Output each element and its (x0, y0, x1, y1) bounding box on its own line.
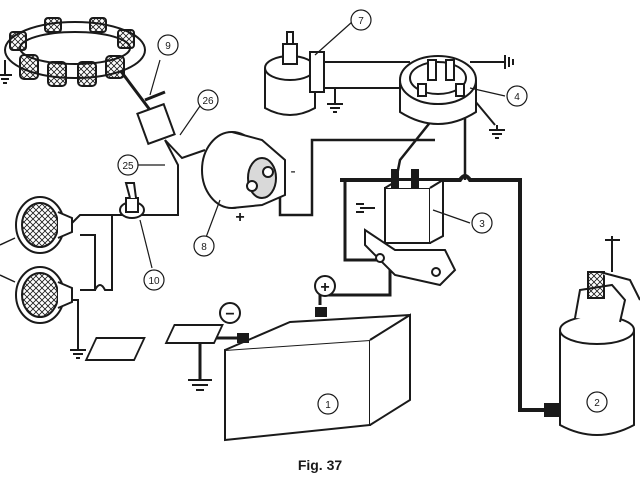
callout-4: 4 (506, 85, 528, 107)
ground-symbol-ignition-right (504, 55, 514, 69)
svg-text:8: 8 (201, 242, 207, 253)
callouts (128, 21, 506, 269)
starter-motor (544, 236, 640, 436)
battery-negative-terminal: − (219, 302, 241, 324)
callout-badges: 1 2 3 4 7 8 9 10 (117, 9, 608, 415)
svg-text:3: 3 (479, 219, 485, 230)
gauge-minus-symbol: - (290, 163, 295, 180)
figure-caption: Fig. 37 (298, 457, 343, 473)
svg-text:7: 7 (358, 16, 364, 27)
svg-text:2: 2 (594, 398, 600, 409)
light-switch (119, 182, 145, 219)
wire-light-ground (70, 299, 79, 345)
wire-light-bridge (94, 215, 113, 291)
headlight-lower (15, 266, 73, 324)
relay-unit (264, 31, 325, 116)
callout-1: 1 (317, 393, 339, 415)
headlight-upper (15, 196, 73, 254)
callout-10: 10 (143, 269, 165, 291)
wire-solenoid-top (340, 174, 550, 412)
stator-ring (4, 17, 146, 87)
callout-7: 7 (350, 9, 372, 31)
ammeter-gauge (201, 131, 286, 209)
starter-solenoid (364, 169, 457, 287)
svg-text:9: 9 (165, 41, 171, 52)
svg-text:26: 26 (202, 96, 214, 107)
ground-symbol-lights (70, 345, 86, 359)
callout-2: 2 (586, 391, 608, 413)
svg-text:4: 4 (514, 92, 520, 103)
callout-3: 3 (471, 212, 493, 234)
ground-symbol-battery (188, 379, 212, 391)
wire-switch-to-lights (69, 214, 125, 226)
svg-text:10: 10 (148, 276, 160, 287)
wire-harness-26 (164, 139, 206, 160)
ground-symbols (0, 55, 514, 391)
battery-positive-terminal: + (314, 275, 336, 297)
callout-9: 9 (157, 34, 179, 56)
callout-25: 25 (117, 154, 139, 176)
light-rays (0, 237, 16, 283)
svg-text:1: 1 (325, 400, 331, 411)
harness-connector (136, 90, 176, 146)
ground-symbol-ignition-bottom (489, 125, 505, 139)
callout-26: 26 (197, 89, 219, 111)
gauge-polarity: - + (235, 163, 295, 226)
battery-plus-symbol: + (320, 279, 329, 296)
svg-text:25: 25 (122, 161, 134, 172)
ground-symbol-relay (327, 88, 343, 113)
gauge-plus-symbol: + (235, 209, 244, 226)
ground-symbol-stator (0, 60, 12, 84)
battery-minus-symbol: − (225, 306, 234, 323)
wire-light-jumper (80, 234, 96, 291)
callout-8: 8 (193, 235, 215, 257)
ignition-switch (399, 55, 477, 125)
wire-harness-25 (140, 139, 179, 216)
ground-symbol-solenoid (356, 203, 375, 213)
wire-battery-positive (318, 270, 392, 305)
battery (84, 307, 411, 442)
wire-solenoid-left (343, 180, 385, 262)
